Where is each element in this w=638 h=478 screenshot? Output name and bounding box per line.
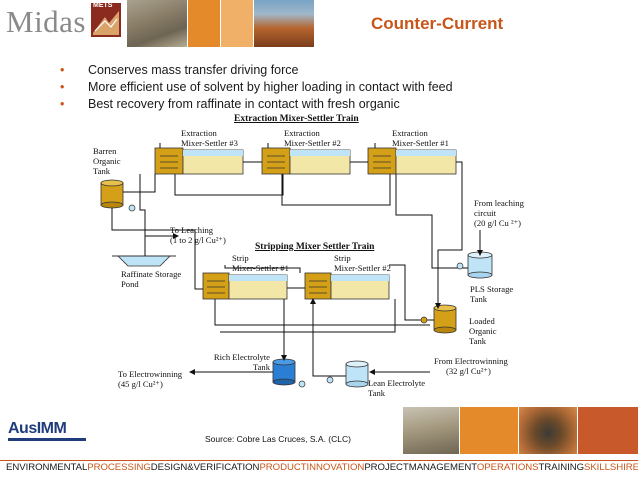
pump-icon: [420, 316, 428, 324]
bullet-list: • Conserves mass transfer driving force •…: [60, 62, 453, 113]
source-caption: Source: Cobre Las Cruces, S.A. (CLC): [205, 434, 351, 444]
bullet-text: More efficient use of solvent by higher …: [88, 80, 453, 94]
extraction-mixer-settler-3-icon: [154, 147, 244, 175]
header-photo-mine: [127, 0, 187, 47]
footer-segment: MANAGEMENT: [408, 462, 477, 473]
barren-organic-tank-icon: [100, 179, 124, 209]
mets-logo-text: METS: [93, 2, 113, 9]
footer-segment: PROCESSING: [87, 462, 151, 473]
bullet-dot-icon: •: [60, 97, 65, 111]
bullet-item: • Conserves mass transfer driving force: [60, 62, 453, 79]
footer-photo-tunnel: [519, 407, 577, 454]
footer-segment: ENVIRONMENTAL: [6, 462, 88, 473]
pump-icon: [298, 380, 306, 388]
bullet-text: Best recovery from raffinate in contact …: [88, 97, 400, 111]
extraction-train-title: Extraction Mixer-Settler Train: [234, 114, 359, 124]
bullet-text: Conserves mass transfer driving force: [88, 63, 299, 77]
pls-storage-tank-icon: [467, 251, 493, 279]
extraction-mixer-settler-2-icon: [261, 147, 351, 175]
footer-photo-orange-1: [460, 407, 518, 454]
bullet-item: • Best recovery from raffinate in contact…: [60, 96, 453, 113]
bullet-item: • More efficient use of solvent by higher…: [60, 79, 453, 96]
header-photo-orange-1: [188, 0, 220, 47]
strip-mixer-settler-2-icon: [304, 272, 390, 300]
midas-logo: Midas: [6, 4, 86, 39]
rich-electrolyte-tank-icon: [272, 358, 296, 386]
footer-tagline: ENVIRONMENTALPROCESSINGDESIGN&VERIFICATI…: [6, 462, 638, 473]
loaded-organic-tank-icon: [433, 304, 457, 334]
footer-segment: PRODUCT: [259, 462, 307, 473]
pump-icon: [456, 262, 464, 270]
footer-divider: [0, 460, 638, 461]
footer-photo-orange-2: [578, 407, 638, 454]
slide-title: Counter-Current: [371, 14, 504, 33]
to-electrowinning-label: To Electrowinning(45 g/l Cu²⁺): [118, 369, 183, 389]
pump-icon: [326, 376, 334, 384]
footer-segment: INNOVATION: [306, 462, 365, 473]
footer-segment: PROJECT: [364, 462, 409, 473]
ausimm-logo-bar: [8, 438, 86, 441]
pump-icon: [128, 204, 136, 212]
footer-segment: SKILLSHIRE: [583, 462, 638, 473]
header-photo-orange-2: [221, 0, 253, 47]
footer-segment: DESIGN&VERIFICATION: [150, 462, 260, 473]
header-photo-workers: [254, 0, 314, 47]
raffinate-pond-icon: [112, 255, 176, 267]
strip-mixer-settler-1-icon: [202, 272, 288, 300]
extraction-mixer-settler-1-icon: [367, 147, 457, 175]
footer-segment: TRAINING: [538, 462, 584, 473]
ausimm-logo: AusIMM: [8, 420, 67, 437]
stripping-train-title: Stripping Mixer Settler Train: [255, 242, 375, 252]
to-leaching-label: To Leaching(1 to 2 g/l Cu²⁺): [170, 225, 226, 245]
footer-segment: OPERATIONS: [476, 462, 539, 473]
pipe-lines: [111, 143, 483, 377]
mets-logo-icon: [91, 3, 121, 37]
bullet-dot-icon: •: [60, 80, 65, 94]
footer-photo-plant: [403, 407, 459, 454]
bullet-dot-icon: •: [60, 63, 65, 77]
lean-electrolyte-tank-icon: [345, 360, 369, 388]
from-electrowinning-label: From Electrowinning(32 g/l Cu²⁺): [434, 356, 508, 376]
